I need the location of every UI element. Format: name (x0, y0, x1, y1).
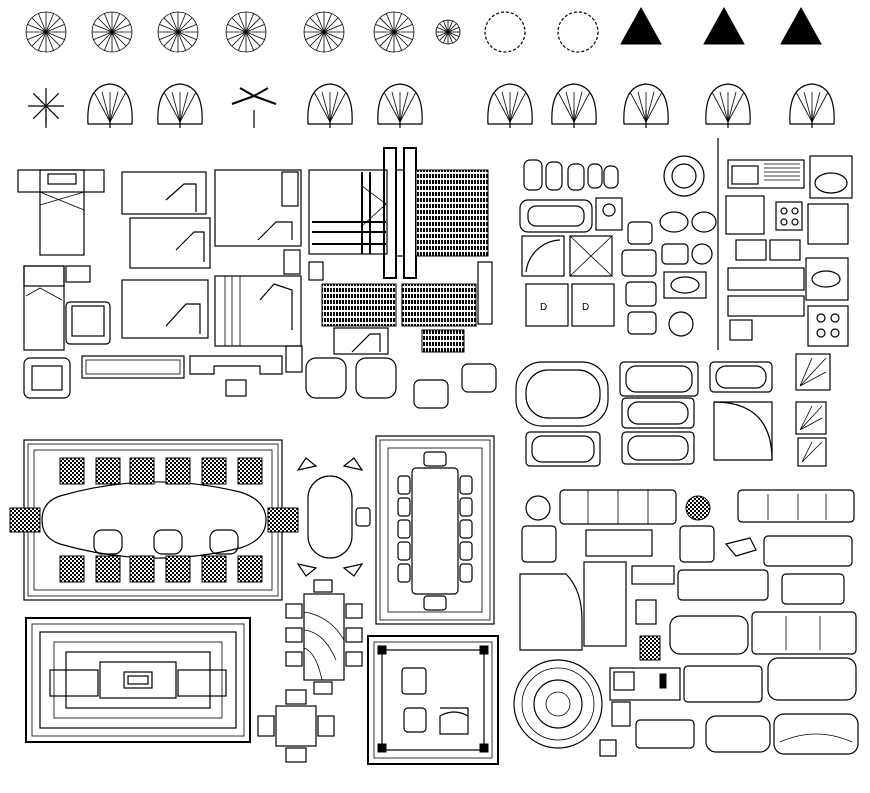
conference-chair-open (209, 529, 239, 555)
conference-chair-open (93, 529, 123, 555)
oval-table-set (296, 457, 371, 577)
bathtub-small (519, 197, 623, 233)
tree-plan-icon (435, 19, 461, 45)
conference-chair (129, 555, 155, 583)
side-chair (397, 519, 411, 539)
side-chair (397, 475, 411, 495)
shower-units: D D (521, 235, 615, 327)
double-bed (121, 171, 211, 339)
side-chair (397, 541, 411, 561)
conference-chair (59, 457, 85, 485)
shower-letter-label: D (582, 302, 589, 313)
conference-chair (165, 457, 191, 485)
tree-plan-icon (557, 11, 599, 53)
tree-elevation-icon (28, 88, 64, 128)
tree-plan-icon (157, 11, 199, 53)
tree-plan-icon (303, 11, 345, 53)
long-table-rug (375, 435, 495, 625)
conference-chair (237, 457, 263, 485)
tub-letter-label: D (540, 302, 547, 313)
toilets-row (523, 155, 705, 197)
patterned-bed-lower (308, 261, 493, 355)
sinks-column (621, 211, 717, 337)
side-chair (459, 497, 473, 517)
tree-elevation-icon (87, 83, 133, 128)
tree-plan-icon (25, 11, 67, 53)
tree-elevation-icon (487, 83, 533, 128)
conference-chair (129, 457, 155, 485)
square-table-4 (257, 689, 335, 763)
side-chair (459, 475, 473, 495)
dining-conference-group (9, 435, 499, 765)
tree-plan-icon (91, 11, 133, 53)
tree-elevation-icon (231, 87, 277, 128)
side-chair (459, 519, 473, 539)
tree-plan-icon (620, 6, 662, 45)
square-rug-seating (367, 635, 499, 765)
woodgrain-table (285, 579, 363, 695)
tree-plan-icon (703, 6, 745, 45)
bedroom-seating-row (23, 355, 497, 409)
conference-chair (201, 555, 227, 583)
tree-plan-icon (484, 11, 526, 53)
trees-elevation-row (28, 83, 835, 128)
conference-chair (95, 555, 121, 583)
bedroom-furniture-group (17, 147, 497, 409)
tree-plan-icon (780, 6, 822, 45)
conference-chair-open (153, 529, 183, 555)
sanitary-kitchen-group: D D (519, 138, 853, 350)
patterned-bed-pair (308, 147, 489, 279)
kitchen-sinks (725, 155, 853, 347)
conference-chair (201, 457, 227, 485)
single-bed (17, 169, 105, 256)
conference-chair (237, 555, 263, 583)
long-table-chairs (397, 475, 473, 583)
tree-elevation-icon (157, 83, 203, 128)
nested-rug-table (25, 617, 251, 743)
conference-chair (165, 555, 191, 583)
queen-bed (214, 169, 303, 373)
conference-chairs (59, 457, 263, 583)
conference-table-large (9, 439, 299, 601)
conference-chair (95, 457, 121, 485)
bed-with-armchair (23, 265, 111, 351)
bathtubs-group (515, 353, 831, 467)
tree-plan-icon (225, 11, 267, 53)
tree-elevation-icon (307, 83, 353, 128)
tree-elevation-icon (705, 83, 751, 128)
side-chair (459, 563, 473, 583)
living-room-group (513, 489, 859, 757)
trees-plan-row (25, 6, 822, 53)
tree-elevation-icon (623, 83, 669, 128)
conference-chair (59, 555, 85, 583)
tree-elevation-icon (551, 83, 597, 128)
side-chair (397, 497, 411, 517)
tree-elevation-icon (377, 83, 423, 128)
side-chair (397, 563, 411, 583)
side-chair (459, 541, 473, 561)
tree-elevation-icon (789, 83, 835, 128)
tree-plan-icon (373, 11, 415, 53)
